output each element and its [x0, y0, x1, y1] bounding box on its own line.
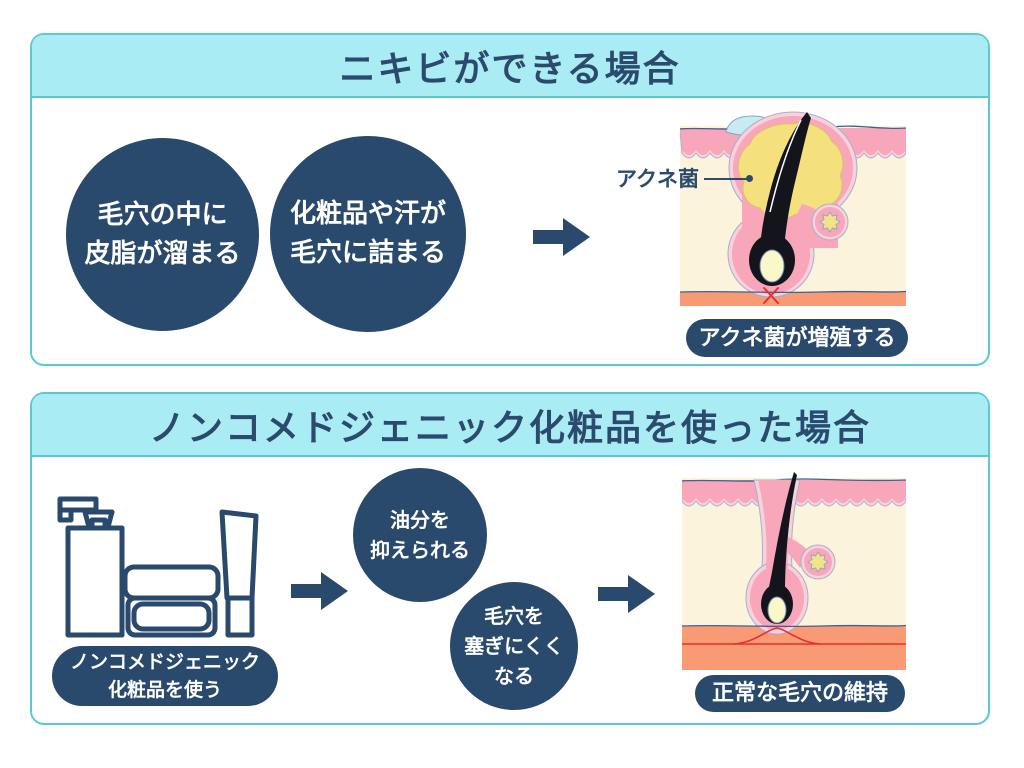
healthy-result-badge: 正常な毛穴の維持 — [695, 675, 905, 712]
hair-bulb — [767, 596, 787, 624]
sebaceous-gland — [784, 536, 836, 580]
panel-acne: ニキビができる場合 毛穴の中に 皮脂が溜まる 化粧品や汗が 毛穴に詰まる — [30, 33, 990, 366]
panel-noncomedogenic-title: ノンコメドジェニック化粧品を使った場合 — [148, 407, 871, 449]
callout-pointer-dot — [746, 175, 753, 182]
hair-shaft — [749, 112, 811, 286]
arrow-right-icon — [533, 218, 590, 256]
cosmetic-tube-icon — [219, 509, 259, 638]
inflammation-marks — [763, 287, 779, 304]
cause-circle-sebum: 毛穴の中に 皮脂が溜まる — [66, 138, 259, 331]
cream-jar-icon — [122, 564, 221, 638]
subcutaneous-layer — [680, 292, 906, 306]
cause-circle-cosmetics-line1: 化粧品や汗が — [289, 199, 446, 229]
panel-acne-title: ニキビができる場合 — [339, 48, 681, 90]
pump-bottle-icon — [57, 496, 125, 638]
acne-bacteria-label: アクネ菌 — [616, 167, 699, 191]
acne-skin-illustration — [680, 111, 906, 306]
hair-bulb — [759, 249, 785, 283]
callout-pointer-line — [704, 178, 750, 180]
effect-circle-oil: 油分を 抑えられる — [353, 468, 487, 602]
panel-noncomedogenic-header: ノンコメドジェニック化粧品を使った場合 — [32, 394, 988, 457]
cause-circle-cosmetics-line2: 毛穴に詰まる — [289, 238, 446, 268]
cause-circle-sebum-line2: 皮脂が溜まる — [84, 238, 241, 269]
panel-noncomedogenic: ノンコメドジェニック化粧品を使った場合 ノンコメドジェニック — [30, 392, 990, 725]
subcutaneous-layer — [682, 626, 906, 670]
cosmetics-products-icon — [57, 496, 259, 638]
cause-circle-sebum-line1: 毛穴の中に — [97, 199, 228, 230]
cause-circle-cosmetics: 化粧品や汗が 毛穴に詰まる — [270, 136, 466, 332]
arrow-right-icon — [291, 572, 348, 610]
panel-acne-header: ニキビができる場合 — [32, 35, 988, 98]
sebaceous-gland — [796, 203, 849, 241]
vessel-marks — [682, 627, 906, 645]
healthy-skin-illustration — [682, 472, 906, 670]
acne-result-badge: アクネ菌が増殖する — [686, 319, 908, 357]
arrow-right-icon — [598, 575, 655, 613]
hair-shaft — [761, 472, 797, 624]
effect-circle-pore: 毛穴を 塞ぎにくく なる — [447, 579, 581, 713]
products-badge: ノンコメドジェニック 化粧品を使う — [52, 646, 278, 706]
